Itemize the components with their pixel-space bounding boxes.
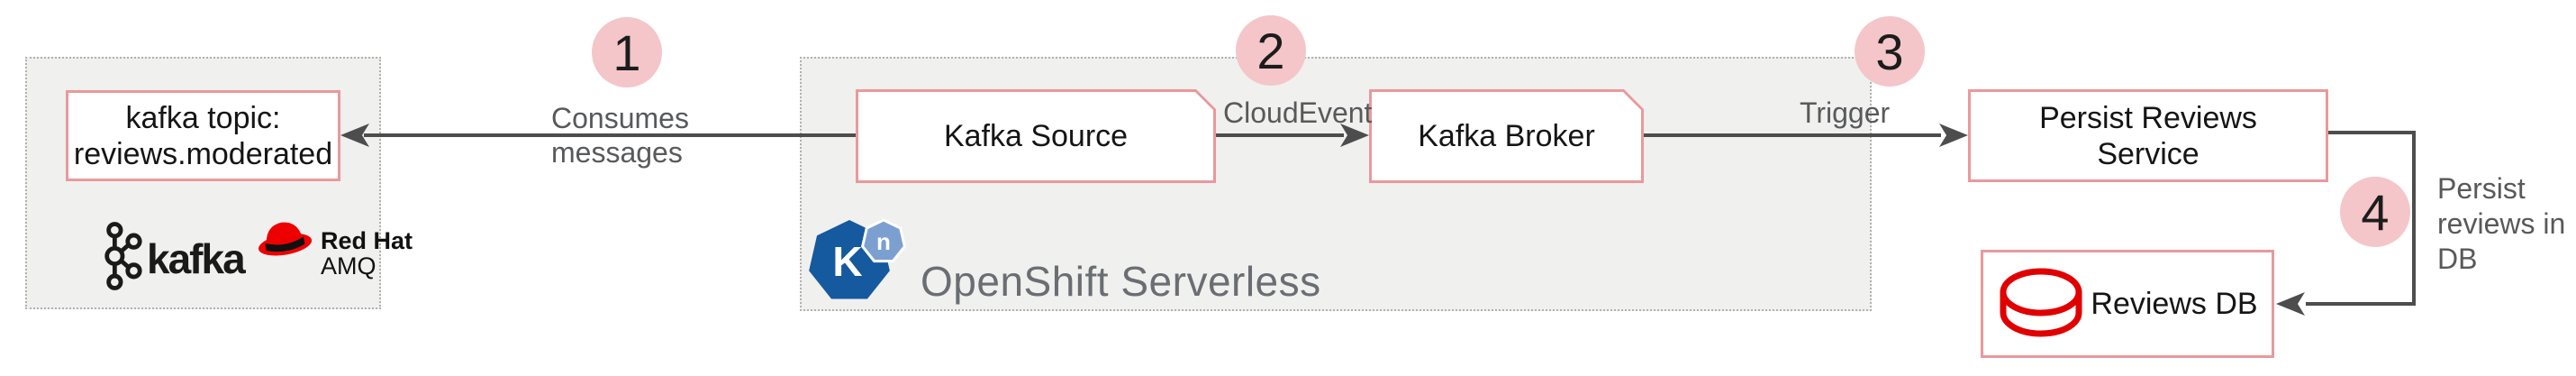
arrow-persist-line-top [2328, 131, 2416, 134]
arrow-consumes-line [364, 133, 856, 137]
edge-label-consumes-messages: Consumes messages [551, 102, 689, 169]
node-kafka-broker: Kafka Broker [1369, 89, 1644, 183]
node-kafka-topic: kafka topic: reviews.moderated [66, 90, 340, 181]
arrow-trigger-line [1644, 133, 1941, 137]
arrowhead-right-icon [1340, 124, 1369, 147]
kafka-broker-label: Kafka Broker [1418, 118, 1595, 153]
svg-text:K: K [832, 238, 862, 285]
node-kafka-source: Kafka Source [856, 89, 1216, 183]
reviews-db-label: Reviews DB [2091, 287, 2258, 321]
knative-logo: K n [804, 215, 912, 309]
arrowhead-left-icon [340, 124, 369, 147]
openshift-serverless-caption: OpenShift Serverless [921, 258, 1321, 305]
edge-label-trigger: Trigger [1800, 96, 1891, 129]
edge-label-cloudevent: CloudEvent [1223, 96, 1373, 129]
redhat-logo-text: Red Hat AMQ [321, 227, 413, 280]
edge-label-persist-reviews-in-db: Persist reviews in DB [2437, 172, 2566, 275]
step-badge-1: 1 [592, 17, 662, 87]
kafka-logo: kafka [101, 220, 246, 292]
node-persist-reviews-service: Persist Reviews Service [1968, 89, 2328, 182]
arrow-persist-line-vertical [2412, 131, 2416, 306]
arrow-persist-line-bottom [2306, 302, 2416, 306]
knative-logo-icon: K n [809, 218, 907, 299]
step-badge-4: 4 [2340, 177, 2410, 247]
persist-service-label: Persist Reviews Service [2039, 100, 2257, 171]
svg-text:n: n [876, 228, 891, 255]
arrowhead-left-icon [2276, 292, 2305, 316]
kafka-topic-label: kafka topic: reviews.moderated [73, 100, 333, 171]
kafka-logo-text: kafka [147, 235, 246, 282]
database-icon [2000, 268, 2082, 337]
redhat-fedora-icon [259, 222, 313, 256]
step-badge-2: 2 [1236, 15, 1306, 86]
redhat-amq-logo: Red Hat AMQ [255, 214, 413, 279]
kafka-source-label: Kafka Source [943, 118, 1129, 153]
kafka-logo-icon [104, 222, 142, 290]
arrow-cloudevent-line [1216, 133, 1344, 137]
node-reviews-db: Reviews DB [1981, 250, 2274, 358]
arrowhead-right-icon [1939, 124, 1968, 147]
step-badge-3: 3 [1855, 16, 1925, 87]
